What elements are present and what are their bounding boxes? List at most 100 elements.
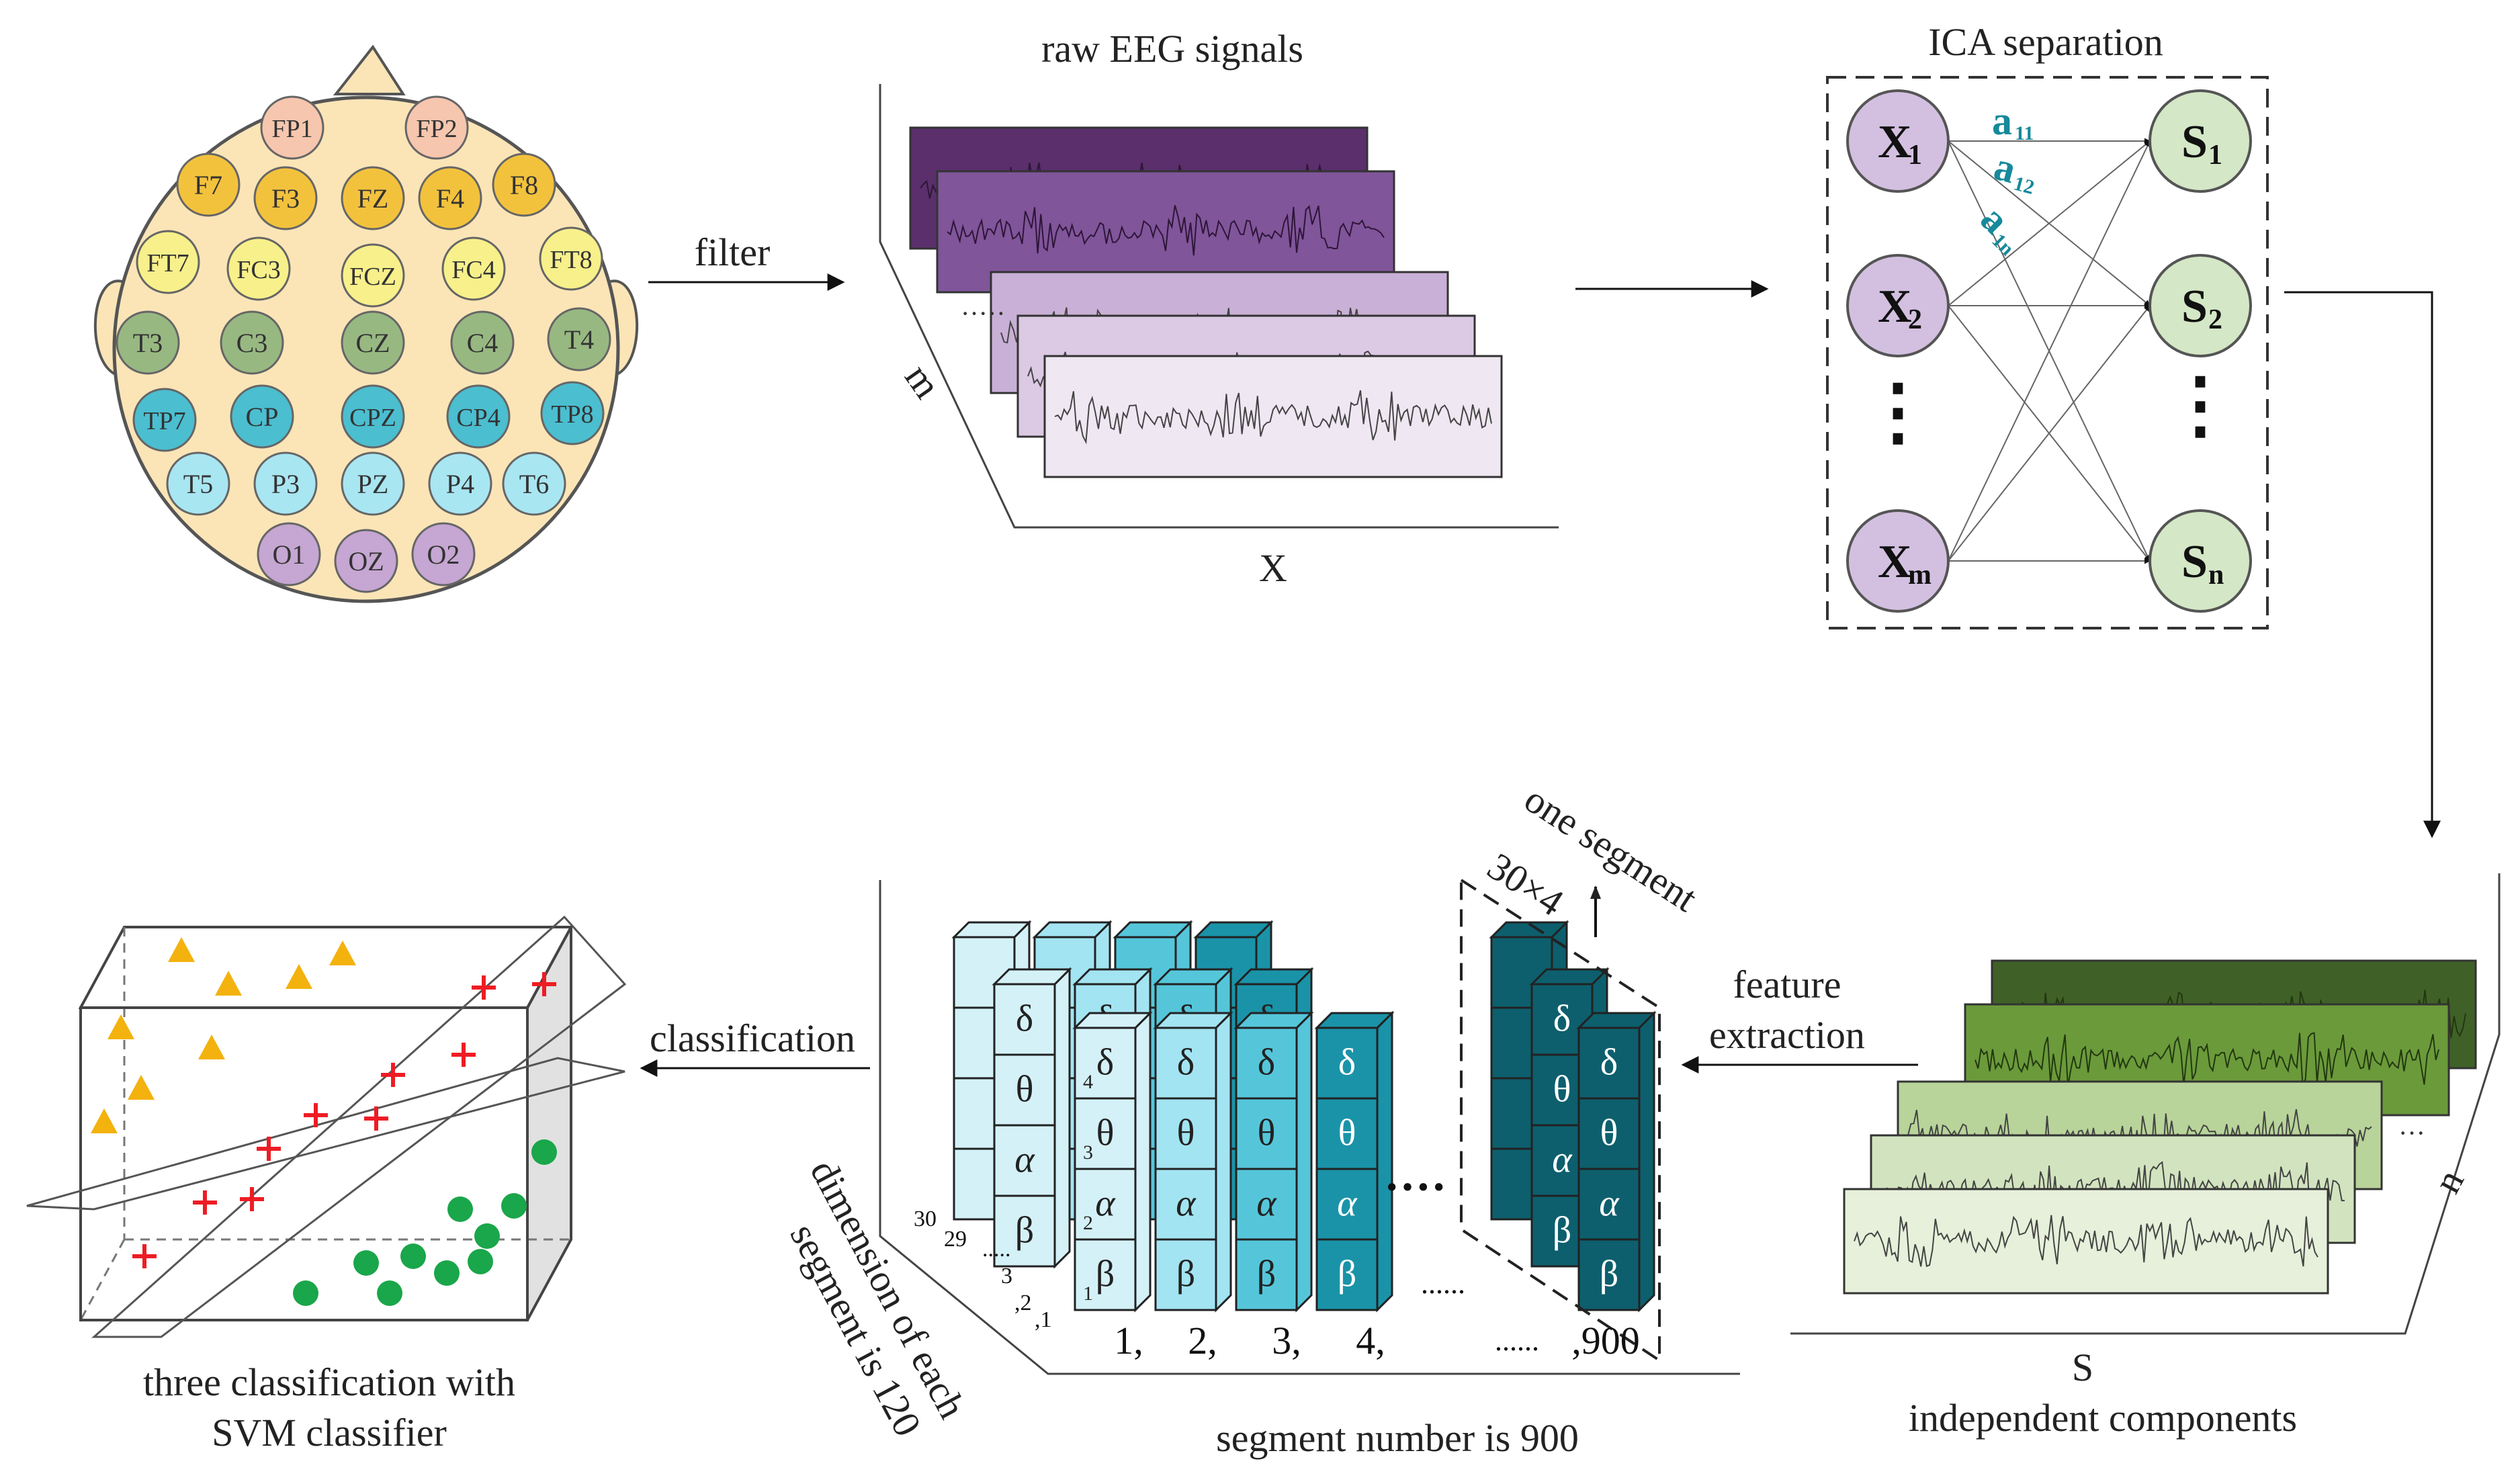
- electrode-label: FT8: [550, 246, 592, 274]
- class-triangle-point: [286, 964, 312, 989]
- electrode-ft7: FT7: [136, 230, 200, 294]
- electrode-oz: OZ: [334, 529, 398, 593]
- electrode-fcz: FCZ: [341, 243, 405, 308]
- band-1: θ: [1600, 1112, 1618, 1153]
- x-axis-label: X: [1259, 546, 1287, 590]
- ica-input-node-2: X2: [1846, 254, 1950, 357]
- electrode-cpz: CPZ: [341, 384, 405, 449]
- class-dot-point: [474, 1223, 500, 1249]
- ica-weight-label: a12: [1990, 144, 2037, 199]
- electrode-label: F4: [436, 183, 464, 214]
- electrode-label: O1: [273, 539, 306, 570]
- electrode-label: P4: [446, 469, 474, 499]
- svm-caption-line1: three classification with: [143, 1360, 515, 1404]
- electrode-label: F7: [194, 170, 222, 200]
- band-2: α: [1014, 1139, 1035, 1180]
- ica-output-letter: S: [2181, 281, 2208, 333]
- ellipsis-2: ......: [1495, 1324, 1539, 1357]
- raw-eeg-dots: ·····: [961, 298, 1006, 329]
- class-triangle-point: [128, 1075, 155, 1100]
- electrode-label: PZ: [357, 469, 389, 499]
- ellipsis-1: ......: [1421, 1267, 1465, 1300]
- ica-input-node-m: Xm: [1846, 509, 1950, 613]
- ica-vertical-dots: ⋮: [2163, 364, 2237, 446]
- segment-number-label: segment number is 900: [1216, 1416, 1579, 1460]
- band-2: α: [1176, 1182, 1197, 1224]
- class-plus-point: [132, 1244, 157, 1268]
- filter-label: filter: [695, 230, 771, 274]
- band-0: δ: [1016, 998, 1033, 1039]
- class-dot-point: [434, 1260, 460, 1286]
- electrode-cp4: CP4: [446, 384, 511, 449]
- electrode-t4: T4: [547, 307, 611, 372]
- band-3: β: [1257, 1253, 1276, 1295]
- ica-weight-letter: a: [1992, 99, 2012, 143]
- band-2: α: [1337, 1182, 1358, 1224]
- ic-axes: [1790, 873, 2501, 1335]
- ica-input-subscript: 2: [1908, 304, 1922, 335]
- band-0: δ: [1338, 1041, 1356, 1083]
- ica-input-letter: X: [1878, 281, 1912, 333]
- class-dot-point: [447, 1196, 473, 1222]
- ica-input-subscript: m: [1908, 560, 1932, 591]
- ica-input-node-1: X1: [1846, 89, 1950, 193]
- depth-tick: .....: [982, 1237, 1011, 1262]
- depth-tick: 30: [914, 1207, 937, 1231]
- electrode-fp2: FP2: [404, 95, 469, 160]
- electrode-label: P3: [271, 469, 300, 499]
- electrode-label: C4: [467, 328, 498, 358]
- electrode-p3: P3: [253, 451, 318, 516]
- electrode-fz: FZ: [341, 166, 405, 230]
- classification-label: classification: [650, 1016, 855, 1060]
- column-dots: ····: [1384, 1162, 1446, 1213]
- electrode-cp: CP: [230, 384, 294, 449]
- class-dot-point: [293, 1280, 318, 1306]
- class-plus-point: [257, 1137, 281, 1161]
- raw-eeg-channel: [1043, 355, 1503, 478]
- electrode-c4: C4: [450, 310, 515, 375]
- depth-tick: 29: [944, 1227, 967, 1252]
- one-segment-outline: [1460, 877, 1661, 1363]
- electrode-label: C3: [236, 328, 268, 358]
- class-plus-point: [240, 1187, 264, 1211]
- band-3: β: [1553, 1209, 1572, 1251]
- ica-box: [1826, 76, 2269, 629]
- s-axis-label: S: [2072, 1346, 2093, 1389]
- class-triangle-point: [215, 971, 242, 996]
- band-3: β: [1096, 1253, 1115, 1295]
- svm-caption-line2: SVM classifier: [212, 1411, 447, 1454]
- band-3: β: [1015, 1209, 1035, 1251]
- electrode-c3: C3: [220, 310, 284, 375]
- ica-output-connector: [2284, 291, 2441, 838]
- class-dot-point: [468, 1249, 493, 1274]
- electrode-label: FCZ: [349, 263, 396, 291]
- electrode-cz: CZ: [341, 310, 405, 375]
- class-triangle-point: [91, 1108, 118, 1133]
- class-triangle-point: [107, 1014, 134, 1039]
- electrode-label: FT7: [146, 249, 189, 277]
- electrode-p4: P4: [428, 451, 492, 516]
- raw-eeg-title: raw EEG signals: [1041, 27, 1303, 71]
- electrode-label: O2: [427, 539, 460, 570]
- electrode-fp1: FP1: [260, 95, 324, 160]
- feature-axes: [879, 880, 1740, 1375]
- electrode-label: F8: [510, 170, 538, 200]
- ica-weight-edge: [1948, 140, 2151, 562]
- electrode-o1: O1: [257, 522, 321, 586]
- cube-top-face: [78, 926, 574, 1009]
- electrode-label: FP2: [416, 115, 457, 143]
- electrode-label: T6: [519, 469, 549, 499]
- class-dot-point: [531, 1139, 557, 1165]
- class-plus-point: [472, 975, 496, 1000]
- depth-tick: ,2: [1014, 1291, 1032, 1315]
- segment-id: 2,: [1188, 1319, 1217, 1362]
- electrode-t6: T6: [502, 451, 566, 516]
- ica-output-letter: S: [2181, 536, 2208, 588]
- m-axis-label: m: [896, 356, 949, 406]
- ica-title: ICA separation: [1928, 20, 2163, 64]
